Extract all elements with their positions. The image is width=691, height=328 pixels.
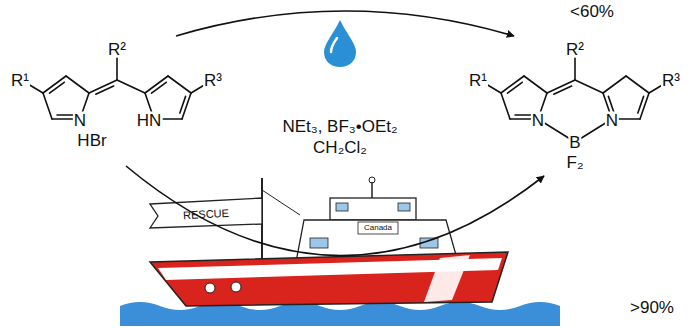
atom-label: HN: [136, 112, 163, 129]
atom-label: R³: [661, 72, 681, 89]
bond-line: [640, 93, 649, 119]
reaction-arrow: [176, 11, 514, 36]
bond-line: [486, 84, 501, 93]
bond-line: [182, 93, 191, 119]
bond-line: [574, 58, 576, 80]
bond-line: [28, 84, 43, 93]
rescue-flag: [150, 198, 262, 228]
drop-highlight: [331, 38, 337, 52]
molecule: R¹ R² R³ N B N F₂: [464, 36, 684, 176]
atom-label: R³: [203, 72, 223, 89]
yield-label: >90%: [630, 299, 674, 318]
bond-line: [96, 86, 114, 94]
atom-label: R¹: [468, 72, 488, 89]
hull-slash: [424, 255, 470, 302]
atom-label: HBr: [76, 132, 107, 149]
atom-label: R²: [565, 41, 585, 58]
solvent-text: CH₂Cl₂: [313, 139, 367, 158]
bond-line: [50, 82, 65, 93]
bond-line: [180, 96, 186, 113]
bond-line: [152, 82, 167, 93]
reagent-text: NEt₃, BF₃•OEt₂: [282, 118, 397, 137]
bond-line: [168, 76, 191, 93]
atom-label: N: [73, 112, 87, 129]
yield-label: <60%: [570, 3, 614, 22]
bond-line: [638, 96, 644, 113]
molecule: R¹ R² R³ N HBr HN: [6, 36, 226, 166]
atom-label: R¹: [10, 72, 30, 89]
atom-label: R²: [107, 41, 127, 58]
boat-name: Canada: [364, 224, 392, 233]
bond-line: [554, 86, 572, 94]
reaction-arrow: [126, 166, 544, 256]
bond-line: [626, 76, 649, 93]
atom-label: F₂: [566, 154, 585, 171]
bond-line: [608, 96, 614, 113]
bond-line: [508, 82, 523, 93]
bond-line: [145, 76, 168, 93]
bond-line: [501, 76, 524, 93]
bond-line: [575, 80, 603, 93]
bond-line: [524, 76, 547, 93]
atom-label: N: [531, 112, 545, 129]
bond-line: [603, 76, 626, 93]
flag-text: RESCUE: [183, 207, 229, 221]
bond-line: [501, 93, 510, 119]
atom-label: B: [568, 134, 581, 151]
water-drop: [324, 20, 356, 67]
bridge: [330, 198, 416, 220]
bond-line: [43, 76, 66, 93]
bond-line: [117, 80, 145, 93]
atom-label: N: [605, 112, 619, 129]
bond-line: [66, 76, 89, 93]
bond-line: [43, 93, 52, 119]
hull: [150, 252, 508, 306]
rigging: [262, 190, 300, 215]
bond-line: [116, 58, 118, 80]
